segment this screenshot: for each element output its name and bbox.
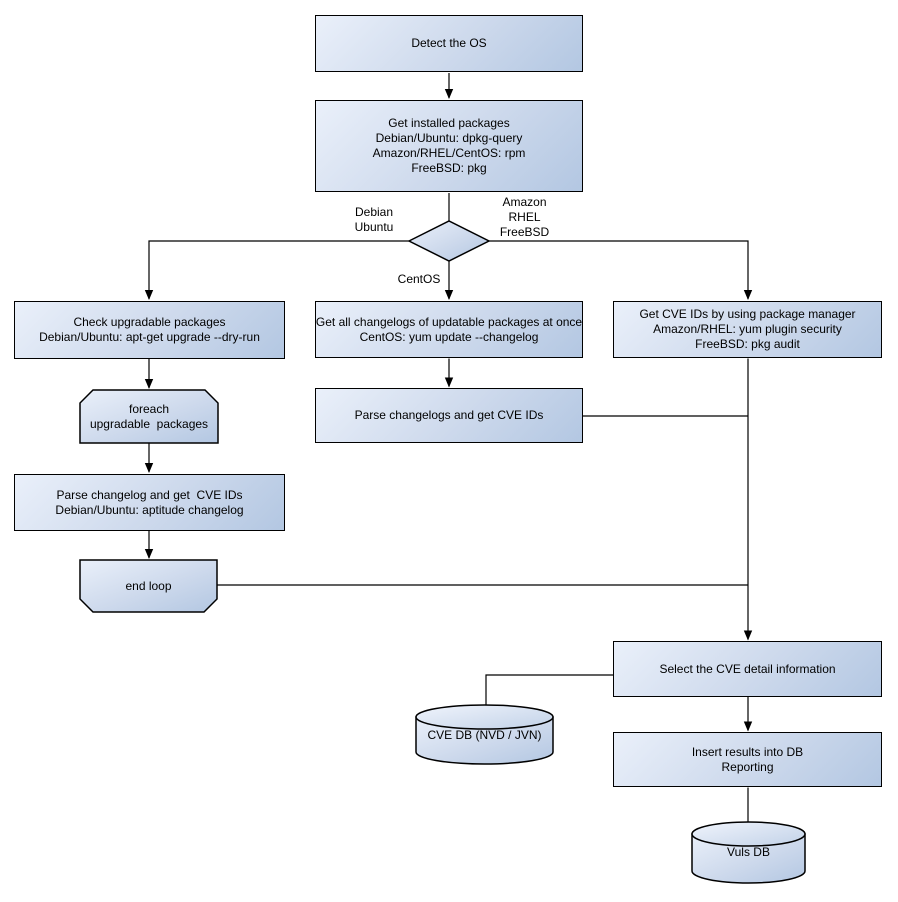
node-get-installed-packages: Get installed packages Debian/Ubuntu: dp… [315,100,583,192]
node-text: CentOS: yum update --changelog [359,329,539,344]
os-decision-diamond [407,220,491,262]
connector-decision-to-check-upgradable [144,240,409,300]
node-text: Get all changelogs of updatable packages… [315,314,583,329]
node-text: FreeBSD: pkg audit [695,337,800,351]
end-loop-shape [79,559,218,613]
node-text: Insert results into DB [691,744,804,759]
cve-db-cylinder [415,704,554,765]
branch-label-amazon-rhel-freebsd: Amazon RHEL FreeBSD [496,194,553,240]
node-insert-results: Insert results into DB Reporting [613,732,882,787]
vuls-db-cylinder [691,821,806,884]
branch-label-centos: CentOS [393,271,445,288]
branch-label-text: Amazon [502,194,547,209]
connector-select-to-cve-db [485,674,613,706]
node-text: Select the CVE detail information [659,661,836,676]
node-get-cve-ids-package-manager: Get CVE IDs by using package manager Ama… [613,301,882,358]
branch-label-text: RHEL [508,209,541,224]
node-text: Amazon/RHEL: yum plugin security [653,322,842,336]
branch-label-text: Ubuntu [354,220,394,234]
node-parse-changelog-each: Parse changelog and get CVE IDs Debian/U… [14,474,285,531]
branch-label-text: Debian [354,205,394,219]
node-check-upgradable-packages: Check upgradable packages Debian/Ubuntu:… [14,301,285,359]
node-text: Amazon/RHEL/CentOS: rpm [372,146,526,160]
node-text: Get installed packages [388,116,510,130]
node-get-all-changelogs: Get all changelogs of updatable packages… [315,301,583,358]
connector-decision-to-get-cve-ids [489,240,753,300]
branch-label-text: CentOS [397,272,441,286]
node-text: Check upgradable packages [73,315,226,329]
node-text: FreeBSD: pkg [411,161,487,175]
node-text: Debian/Ubuntu: aptitude changelog [55,502,244,517]
node-text: Reporting [721,759,774,774]
node-text: Parse changelogs and get CVE IDs [354,408,544,422]
node-parse-changelogs-once: Parse changelogs and get CVE IDs [315,388,583,443]
node-detect-os: Detect the OS [315,15,583,72]
node-text: Parse changelog and get CVE IDs [56,487,243,502]
branch-label-text: FreeBSD [499,224,550,239]
foreach-loop-shape [79,389,219,444]
node-text: Debian/Ubuntu: apt-get upgrade --dry-run [39,330,260,344]
node-text: Debian/Ubuntu: dpkg-query [375,131,523,145]
branch-label-debian-ubuntu: Debian Ubuntu [346,204,402,236]
node-text: Detect the OS [411,36,487,50]
node-text: Get CVE IDs by using package manager [639,307,856,321]
node-select-cve-detail: Select the CVE detail information [613,641,882,697]
connectors [144,73,753,823]
